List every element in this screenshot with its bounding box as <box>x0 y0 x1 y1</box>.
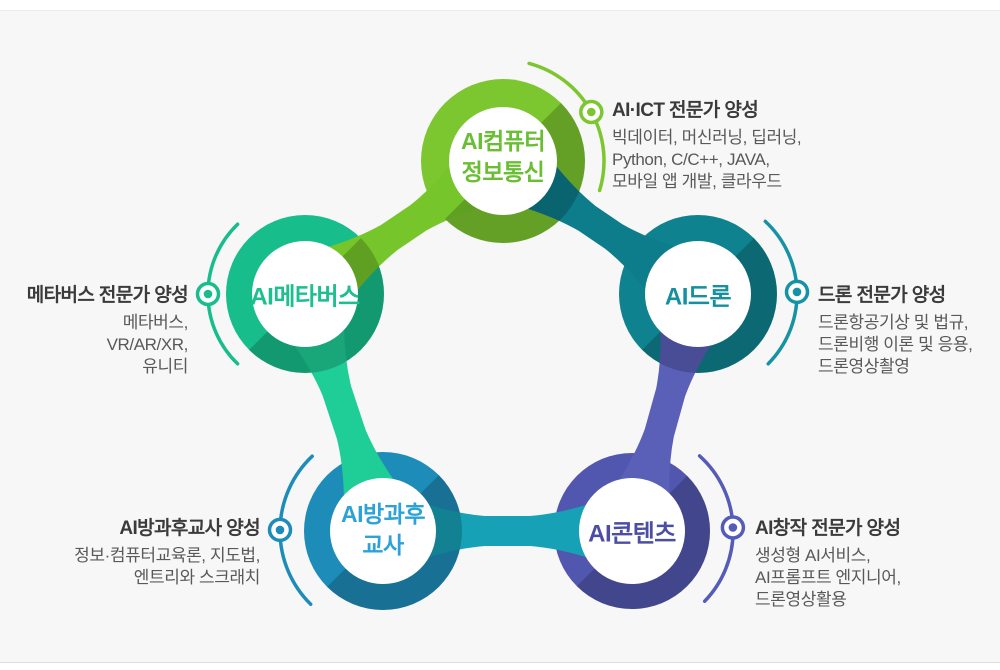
node-inner-circle <box>330 478 436 584</box>
node-label-ai-drone: AI드론 <box>664 277 732 312</box>
program-details: 생성형 AI서비스, AI프롬프트 엔지니어, 드론영상활용 <box>755 545 901 611</box>
detail-line: 드론항공기상 및 법규, <box>818 313 969 332</box>
node-label-ai-afterschool-teacher: AI방과후 교사 <box>341 499 425 561</box>
marker-dot-icon <box>275 525 285 535</box>
connector-line <box>526 165 675 290</box>
detail-line: 생성형 AI서비스, <box>755 546 871 565</box>
program-details: 드론항공기상 및 법규, 드론비행 이론 및 응용, 드론영상촬영 <box>818 312 973 378</box>
marker-dot-icon <box>587 107 596 117</box>
node-label-line: AI콘텐츠 <box>588 520 676 548</box>
node-inner-circle <box>579 478 685 584</box>
node-label-line: AI방과후 <box>341 501 425 527</box>
detail-line: AI프롬프트 엔지니어, <box>755 568 901 587</box>
detail-line: VR/AR/XR, <box>106 335 189 354</box>
program-title: 드론 전문가 양성 <box>818 285 946 306</box>
program-details: 정보·컴퓨터교육론, 지도법, 엔트리와 스크래치 <box>74 545 260 589</box>
connector-line <box>294 329 394 496</box>
node-inner-circle <box>449 107 557 215</box>
detail-line: 엔트리와 스크래치 <box>133 568 261 587</box>
description-ai-content: AI창작 전문가 양성 생성형 AI서비스, AI프롬프트 엔지니어, 드론영상… <box>755 513 901 611</box>
program-title: 메타버스 전문가 양성 <box>26 285 189 306</box>
description-ai-computer-ict: AI·ICT 전문가 양성 빅데이터, 머신러닝, 딥러닝, Python, C… <box>612 95 802 193</box>
node-inner-circle <box>252 241 358 347</box>
detail-line: Python, C/C++, JAVA, <box>612 150 770 169</box>
program-title: AI방과후교사 양성 <box>119 518 260 539</box>
detail-line: 드론영상활용 <box>755 590 847 609</box>
connector-line <box>429 505 586 557</box>
node-label-ai-content: AI콘텐츠 <box>588 514 676 549</box>
node-label-line: AI드론 <box>664 283 732 311</box>
detail-line: 빅데이터, 머신러닝, 딥러닝, <box>612 128 802 147</box>
program-title: AI·ICT 전문가 양성 <box>612 100 759 121</box>
detail-line: 모바일 앱 개발, 클라우드 <box>612 172 782 191</box>
description-ai-afterschool-teacher: AI방과후교사 양성 정보·컴퓨터교육론, 지도법, 엔트리와 스크래치 <box>74 513 260 589</box>
node-label-line: AI메타버스 <box>250 283 360 311</box>
marker-dot-icon <box>728 523 738 532</box>
connector-line <box>619 331 711 494</box>
node-label-line: AI컴퓨터 <box>461 128 545 154</box>
marker-dot-icon <box>203 289 213 299</box>
background-panel: AI컴퓨터 정보통신 AI드론 AI콘텐츠 AI방과후 교사 AI메타버스 AI… <box>0 10 1000 663</box>
detail-line: 드론비행 이론 및 응용, <box>818 335 973 354</box>
description-ai-drone: 드론 전문가 양성 드론항공기상 및 법규, 드론비행 이론 및 응용, 드론영… <box>818 280 973 378</box>
detail-line: 메타버스, <box>122 313 189 332</box>
detail-line: 유니티 <box>142 357 188 376</box>
node-label-line: 정보통신 <box>461 159 545 185</box>
detail-line: 정보·컴퓨터교육론, 지도법, <box>74 546 260 565</box>
program-details: 메타버스, VR/AR/XR, 유니티 <box>27 312 189 378</box>
marker-dot-icon <box>792 287 802 297</box>
node-label-line: 교사 <box>362 532 404 558</box>
program-details: 빅데이터, 머신러닝, 딥러닝, Python, C/C++, JAVA, 모바… <box>612 127 802 193</box>
node-inner-circle <box>645 241 751 347</box>
program-title: AI창작 전문가 양성 <box>755 518 901 539</box>
node-label-ai-metaverse: AI메타버스 <box>250 277 360 312</box>
detail-line: 드론영상촬영 <box>818 357 910 376</box>
node-label-ai-computer-ict: AI컴퓨터 정보통신 <box>461 126 545 188</box>
description-ai-metaverse: 메타버스 전문가 양성 메타버스, VR/AR/XR, 유니티 <box>26 280 189 378</box>
connector-line <box>328 165 480 290</box>
